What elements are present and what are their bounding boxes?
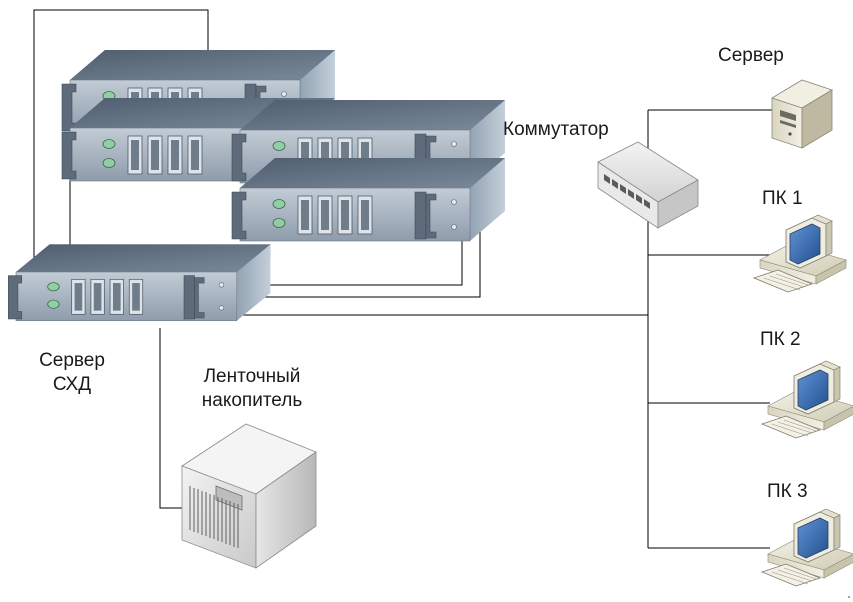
network-switch-icon	[597, 141, 699, 229]
label-pc1: ПК 1	[762, 188, 803, 209]
label-tape-drive-line1: Ленточный	[203, 366, 301, 387]
connector-rack-right-1	[236, 240, 463, 286]
label-tape-drive: Ленточный накопитель	[176, 365, 328, 413]
connector-storage-to-tape	[159, 328, 182, 509]
tape-drive-icon	[181, 423, 317, 569]
connector-top-loop	[33, 9, 209, 258]
label-pc2: ПК 2	[760, 329, 801, 350]
storage-server-icon	[7, 243, 271, 322]
connector-rack-right-2	[236, 228, 481, 298]
label-tape-drive-line2: накопитель	[201, 390, 303, 411]
label-pc3: ПК 3	[767, 481, 808, 502]
pc3-icon	[761, 508, 853, 587]
label-storage-server-line1: Сервер	[39, 350, 105, 371]
label-storage-server-line2: СХД	[52, 374, 92, 395]
rack-server-stack-right	[231, 99, 506, 242]
label-storage-server: Сервер СХД	[22, 349, 122, 397]
label-server: Сервер	[718, 45, 784, 66]
tower-server-icon	[771, 79, 833, 149]
pc2-icon	[761, 360, 853, 439]
label-switch: Коммутатор	[503, 119, 609, 140]
rack-server-icon	[231, 157, 506, 242]
pc1-icon	[753, 214, 847, 293]
